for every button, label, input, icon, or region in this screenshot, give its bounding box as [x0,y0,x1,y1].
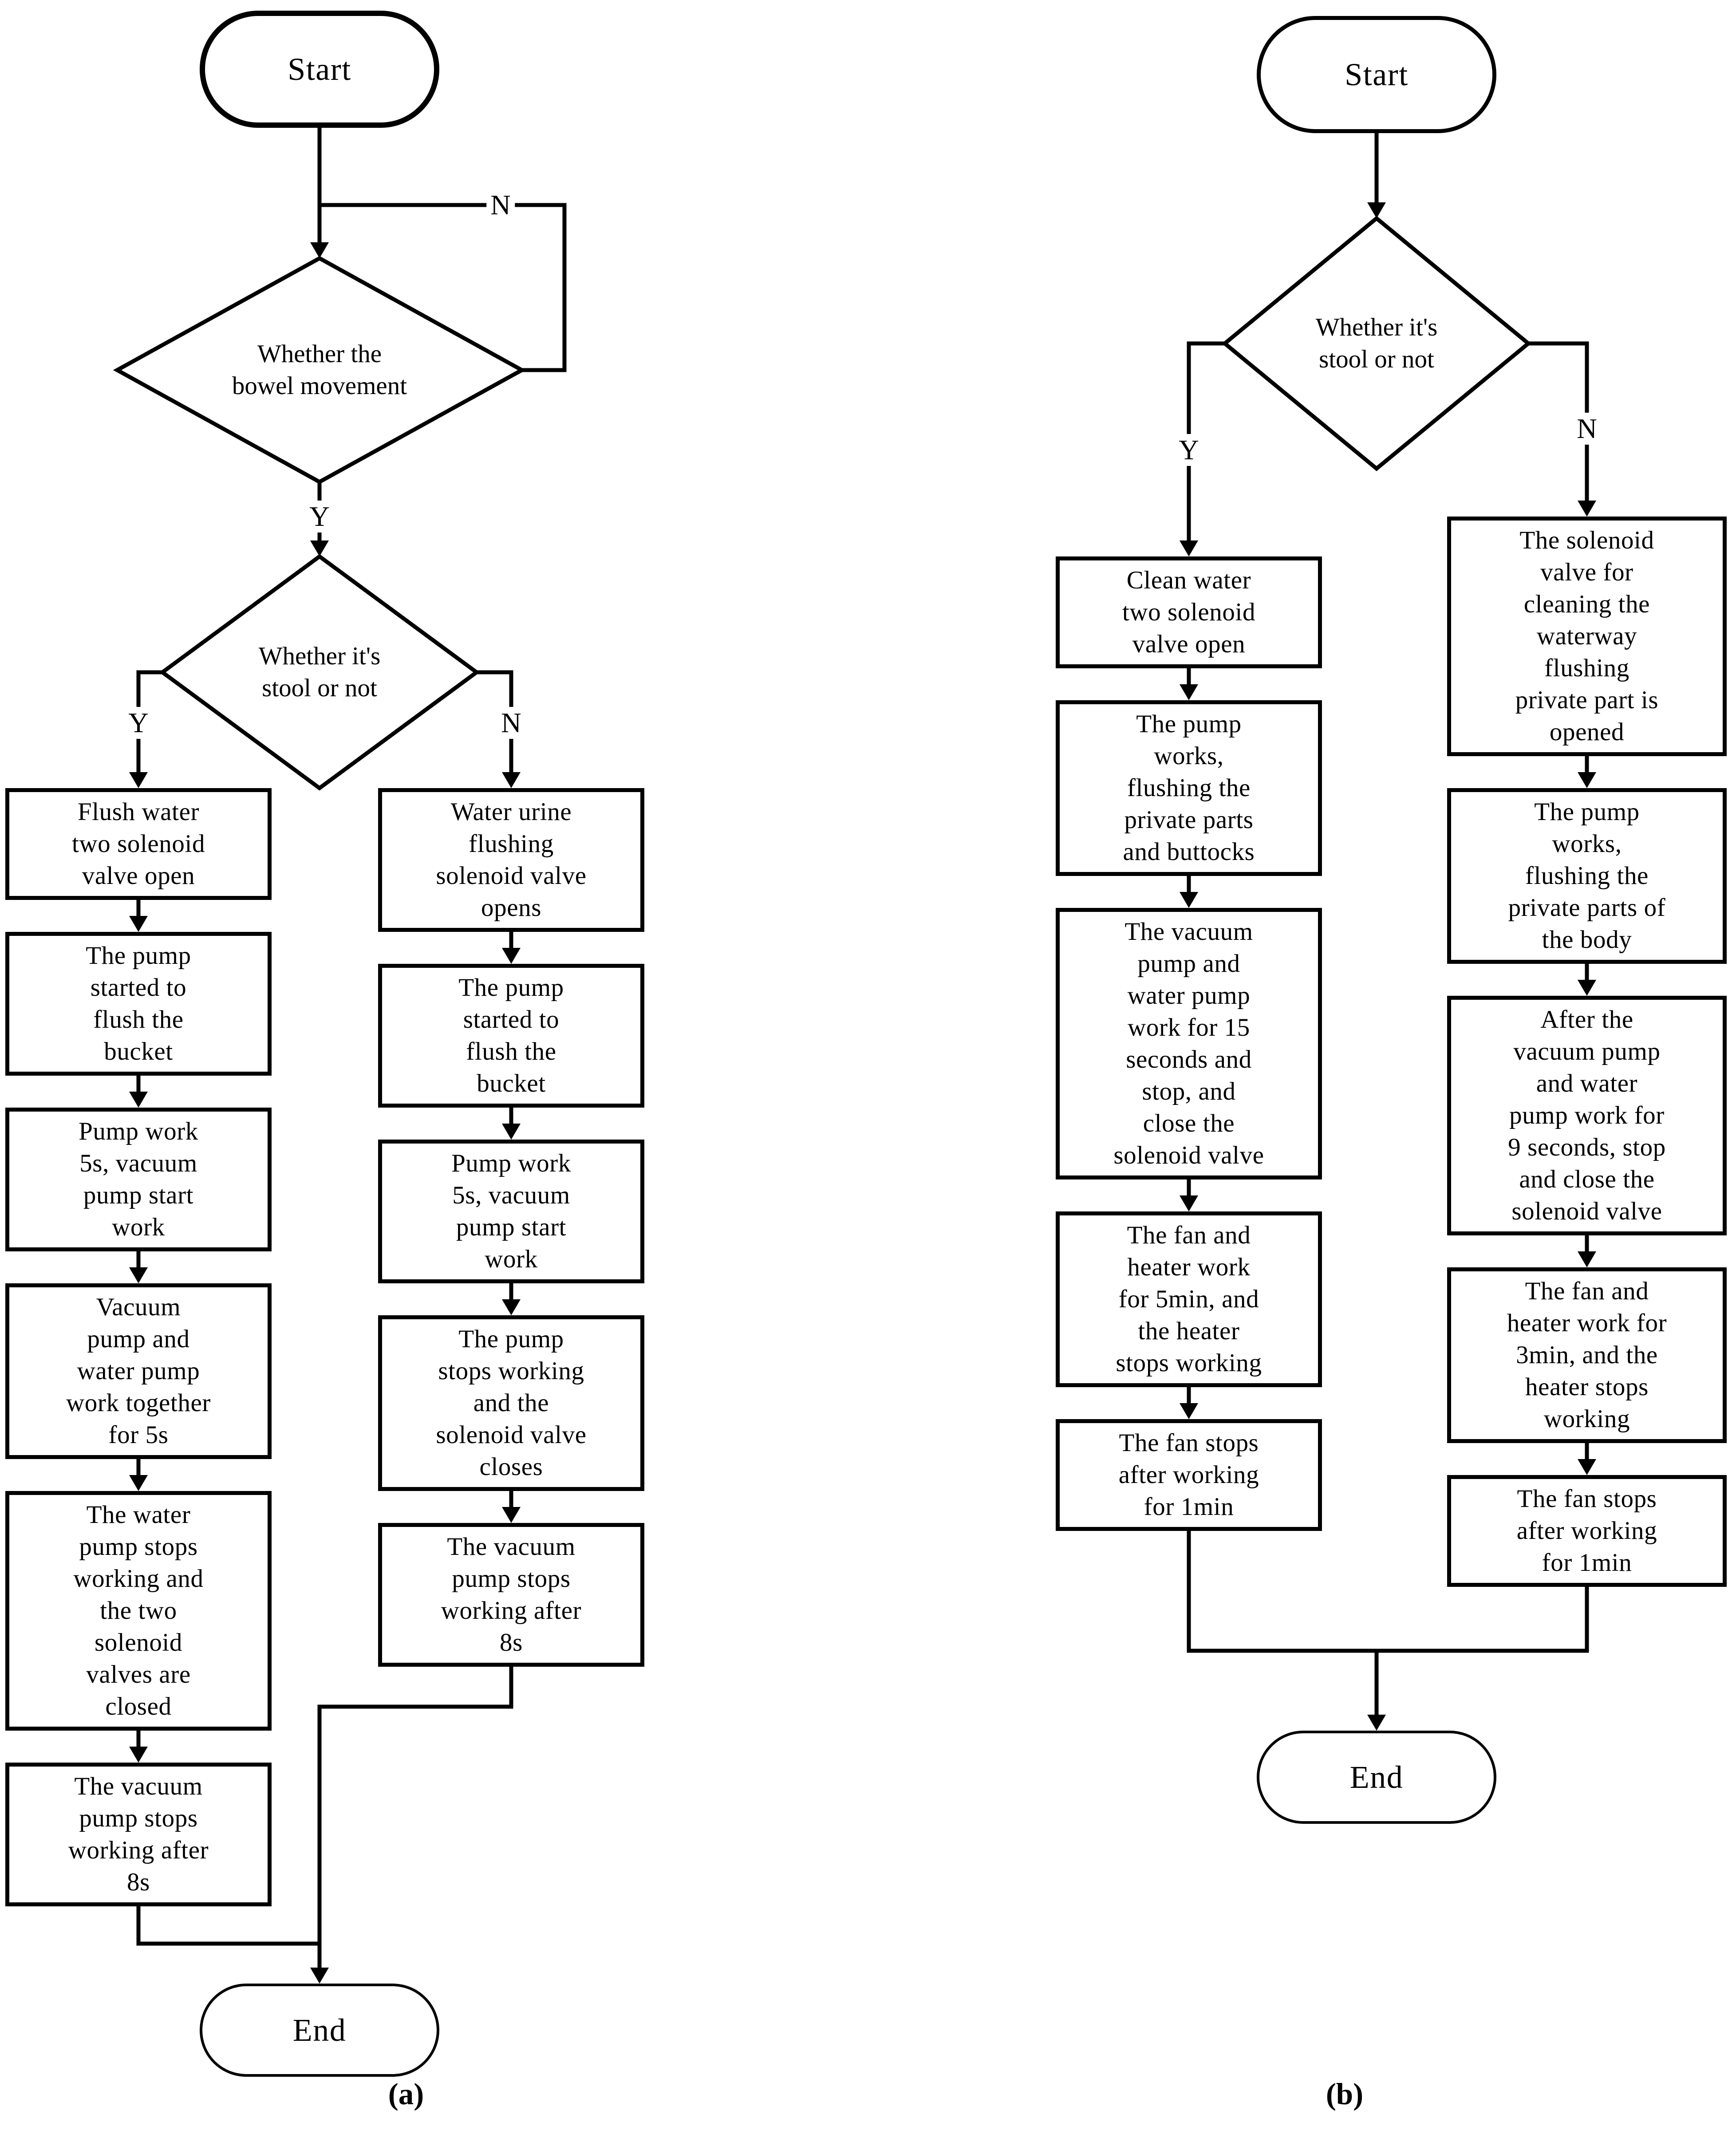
subfigure-caption: (a) [388,2077,424,2111]
arrowhead [1367,202,1386,218]
process-box: The fan and heater work for 3min, and th… [1447,1267,1727,1443]
arrowhead [310,242,329,258]
arrowhead [1578,501,1596,517]
subfigure-caption: (b) [1326,2077,1364,2111]
diamond-shape [1221,216,1532,471]
process-box: The fan stops after working for 1min [1056,1419,1322,1531]
arrowhead [502,948,521,964]
process-box: Pump work 5s, vacuum pump start work [378,1140,644,1283]
process-box: Flush water two solenoid valve open [5,788,272,900]
arrowhead [502,772,521,788]
start-terminator: Start [200,11,439,128]
diamond-shape [113,256,526,485]
connector-no-branch [1528,341,1589,502]
decision-label: Whether it's stool or not [258,642,381,702]
end-terminator: End [200,1984,439,2077]
process-box: After the vacuum pump and water pump wor… [1447,996,1727,1235]
process-box: The vacuum pump stops working after 8s [5,1763,272,1906]
start-terminator: Start [1257,16,1496,133]
arrowhead [1180,1195,1198,1211]
connector-yes-branch [136,670,162,773]
no-label: N [486,189,515,221]
arrowhead [1578,1459,1596,1475]
arrowhead [502,1299,521,1315]
connector-no-branch [477,670,513,773]
arrowhead [1180,540,1198,556]
process-box: The vacuum pump and water pump work for … [1056,908,1322,1179]
arrowhead [129,1747,148,1763]
arrowhead [1180,684,1198,700]
process-box: The pump stops working and the solenoid … [378,1315,644,1491]
process-box: The water pump stops working and the two… [5,1491,272,1731]
end-terminator: End [1257,1731,1496,1824]
process-box: The pump started to flush the bucket [5,932,272,1076]
connector-merge [1187,1531,1589,1653]
connector-merge-right [317,1667,513,1969]
arrowhead [310,1968,329,1984]
process-box: Vacuum pump and water pump work together… [5,1283,272,1459]
arrowhead [1578,1251,1596,1267]
process-box: The fan stops after working for 1min [1447,1475,1727,1587]
arrowhead [1578,980,1596,996]
process-box: The pump works, flushing the private par… [1056,700,1322,876]
decision-shapes [113,216,1532,791]
process-box: The vacuum pump stops working after 8s [378,1523,644,1667]
arrowhead [129,916,148,932]
decision-label: Whether it's stool or not [1315,313,1438,373]
arrowhead [1578,772,1596,788]
arrowhead [129,1092,148,1108]
decision-label: Whether the bowel movement [232,340,407,400]
arrowhead [129,772,148,788]
process-box: The solenoid valve for cleaning the wate… [1447,517,1727,756]
process-box: Pump work 5s, vacuum pump start work [5,1108,272,1251]
arrowhead [1180,892,1198,908]
process-box: Water urine flushing solenoid valve open… [378,788,644,932]
arrowhead [129,1267,148,1283]
arrowhead [502,1507,521,1523]
process-box: The fan and heater work for 5min, and th… [1056,1211,1322,1387]
arrowhead [1367,1715,1386,1731]
arrowhead [129,1475,148,1491]
connector-yes-branch [1187,341,1225,542]
process-box: The pump started to flush the bucket [378,964,644,1108]
connectors [136,128,1589,1969]
process-box: Clean water two solenoid valve open [1056,556,1322,668]
yes-label: Y [124,707,153,739]
no-label: N [497,707,525,739]
arrowheads [129,202,1596,1984]
arrowhead [310,540,329,556]
connector-merge-left [136,1906,320,1946]
arrowhead [502,1124,521,1140]
yes-label: Y [305,501,334,532]
diamond-shape [159,554,480,791]
process-box: The pump works, flushing the private par… [1447,788,1727,964]
yes-label: Y [1175,434,1203,466]
no-label: N [1573,413,1601,445]
arrowhead [1180,1403,1198,1419]
connector-no-loop [320,203,567,372]
